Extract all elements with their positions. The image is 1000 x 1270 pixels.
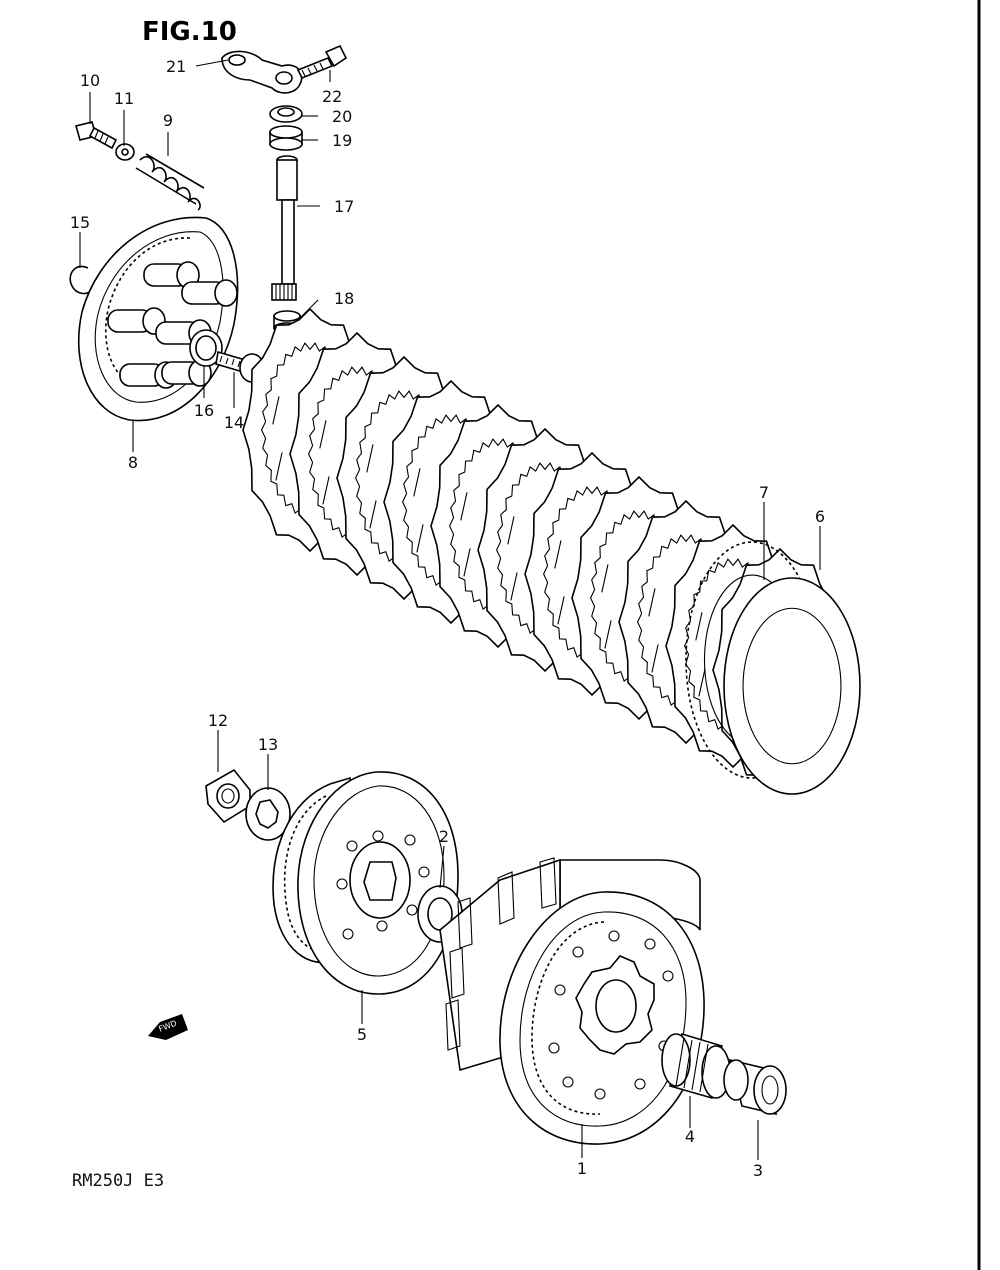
callout-17: 17 (334, 197, 354, 216)
callout-4: 4 (685, 1127, 695, 1146)
forward-arrow-icon (148, 1014, 188, 1040)
part-16-bearing (189, 329, 223, 367)
part-11-washer (115, 143, 135, 161)
callout-13: 13 (258, 735, 278, 754)
model-code: RM250J E3 (72, 1171, 164, 1191)
part-15-circlip (69, 265, 93, 295)
callout-22: 22 (322, 87, 342, 106)
callout-14: 14 (224, 413, 244, 432)
leader-lines (79, 59, 821, 1160)
part-12-nut (205, 768, 251, 824)
part-4-needle-bearing (661, 1032, 731, 1100)
callout-2: 2 (439, 827, 449, 846)
callout-3: 3 (753, 1161, 763, 1180)
fwd-badge: FWD (148, 1014, 188, 1040)
clutch-plate-stack (242, 307, 861, 795)
callout-labels: 1 2 3 4 5 6 7 8 9 10 11 12 13 14 15 16 1… (70, 57, 825, 1180)
callout-16: 16 (194, 401, 214, 420)
callout-8: 8 (128, 453, 138, 472)
figure-title: FIG.10 (142, 17, 237, 47)
part-6-steel-plate-inner-ring (742, 607, 842, 765)
callout-20: 20 (332, 107, 352, 126)
part-13-lock-washer (245, 787, 291, 841)
part-10-bolt (75, 121, 118, 150)
part-22-bolt (296, 44, 348, 80)
part-17-push-rod (271, 155, 298, 301)
callout-19: 19 (332, 131, 352, 150)
part-21-release-arm (221, 50, 303, 94)
callout-5: 5 (357, 1025, 367, 1044)
callout-1: 1 (577, 1159, 587, 1178)
callout-18: 18 (334, 289, 354, 308)
callout-11: 11 (114, 89, 134, 108)
part-3-spacer (723, 1058, 787, 1116)
callout-12: 12 (208, 711, 228, 730)
callout-15: 15 (70, 213, 90, 232)
callout-10: 10 (80, 71, 100, 90)
part-5-sleeve-hub (272, 771, 459, 995)
part-6-steel-plate (723, 577, 861, 795)
part-20-oil-seal (269, 105, 303, 123)
callout-7: 7 (759, 483, 769, 502)
callout-6: 6 (815, 507, 825, 526)
callout-9: 9 (163, 111, 173, 130)
part-8-pressure-plate (78, 216, 239, 422)
part-9-spring (135, 153, 205, 211)
part-1-clutch-housing (439, 857, 705, 1145)
callout-21: 21 (166, 57, 186, 76)
part-19-bearing (269, 125, 303, 151)
